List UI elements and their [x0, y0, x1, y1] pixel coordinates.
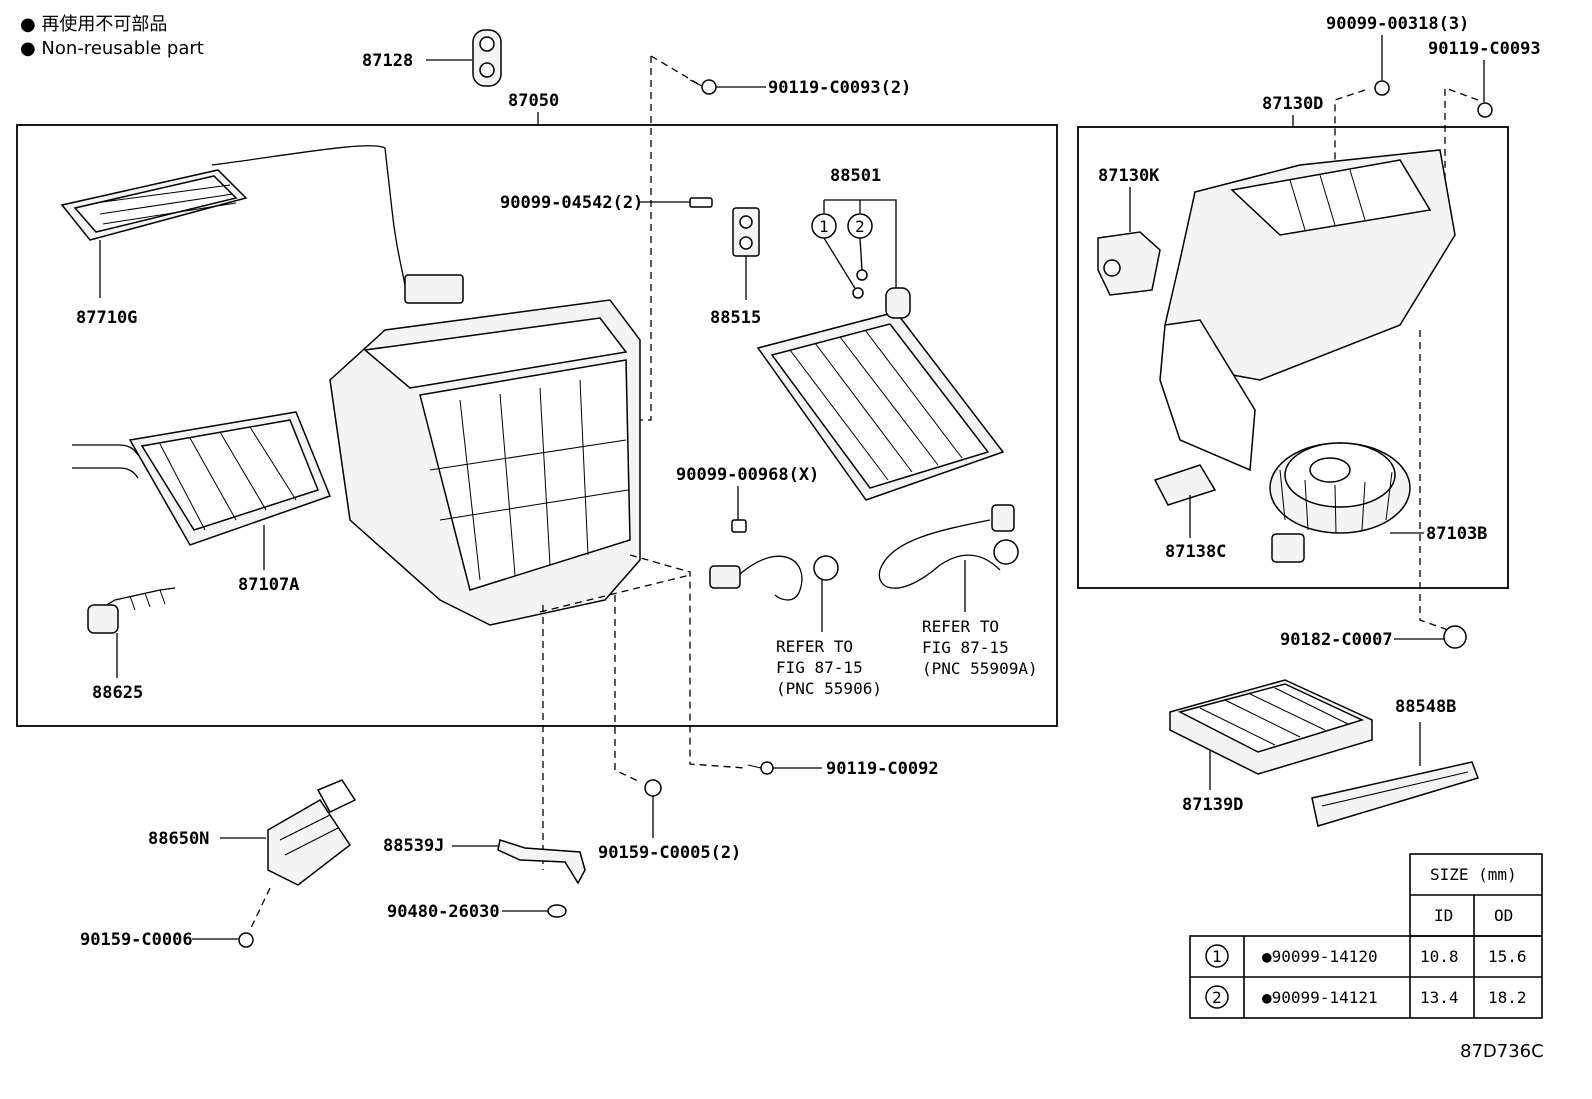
wire-harness-88625-part [87, 587, 176, 634]
filter-87139d-part [1169, 679, 1373, 775]
evaporator-88501-part [756, 287, 1005, 501]
table-row-2-part: ●90099-14121 [1262, 988, 1378, 1007]
refer2-line2: FIG 87-15 [922, 638, 1009, 657]
label-90099-00318-3: 90099-00318(3) [1326, 14, 1469, 34]
blower-87103b-part [1269, 442, 1411, 563]
size-table [1189, 853, 1543, 1019]
size-table-header: SIZE (mm) [1430, 865, 1517, 884]
expansion-valve-88515-part [732, 207, 760, 257]
label-90119-c0092: 90119-C0092 [826, 759, 939, 779]
label-87139d: 87139D [1182, 795, 1243, 815]
figure-code: 87D736C [1460, 1041, 1544, 1062]
label-90099-04542-2: 90099-04542(2) [500, 193, 643, 213]
screw-90159-c0006-part [238, 932, 254, 948]
screw-90099-00318-part [1374, 80, 1390, 96]
resistor-87138c-part [1153, 464, 1217, 506]
label-87128: 87128 [362, 51, 413, 71]
sensor-55909a-part [878, 504, 1019, 589]
label-90159-c0005-2: 90159-C0005(2) [598, 843, 741, 863]
legend-non-reusable: ● Non-reusable part [20, 38, 204, 59]
label-88501: 88501 [830, 166, 881, 186]
table-row-1-marker [1205, 944, 1229, 968]
label-88625: 88625 [92, 683, 143, 703]
size-table-col-id: ID [1434, 906, 1453, 925]
label-87138c: 87138C [1165, 542, 1226, 562]
label-88515: 88515 [710, 308, 761, 328]
label-87050: 87050 [508, 91, 559, 111]
group-box-87050 [16, 124, 1058, 727]
table-row-1-key: 1 [1212, 947, 1222, 966]
servo-87130k-part [1097, 231, 1161, 296]
screw-90119-c0093-right-part [1477, 102, 1493, 118]
actuator-88650n-part [267, 779, 357, 886]
circle-marker-1-text: 1 [819, 217, 829, 236]
refer1-line2: FIG 87-15 [776, 658, 863, 677]
screw-90182-c0007-part [1443, 625, 1467, 649]
table-row-2-marker [1205, 985, 1229, 1009]
refer1-line3: (PNC 55906) [776, 679, 882, 698]
screw-90119-c0092-part [747, 761, 774, 775]
label-87130k: 87130K [1098, 166, 1160, 186]
label-87107a: 87107A [238, 575, 299, 595]
label-90182-c0007: 90182-C0007 [1280, 630, 1393, 650]
size-table-col-od: OD [1494, 906, 1513, 925]
label-88548b: 88548B [1395, 697, 1456, 717]
table-row-2-id: 13.4 [1420, 988, 1459, 1007]
label-87130d: 87130D [1262, 94, 1323, 114]
refer2-line1: REFER TO [922, 617, 999, 636]
table-row-2-key: 2 [1212, 988, 1222, 1007]
clip-90099-00968-part [731, 519, 747, 533]
drain-hose-88539j-part [497, 839, 586, 885]
o-ring-2 [856, 269, 868, 281]
label-90099-00968-x: 90099-00968(X) [676, 465, 819, 485]
label-90119-c0093: 90119-C0093 [1428, 39, 1541, 59]
screw-90159-c0005-part [644, 779, 662, 797]
screw-90099-04542-part [689, 197, 713, 208]
label-90119-c0093-2: 90119-C0093(2) [768, 78, 911, 98]
label-87103b: 87103B [1426, 524, 1487, 544]
grommet-87128-part [472, 29, 502, 87]
label-87710g: 87710G [76, 308, 137, 328]
heater-87710g-part [60, 145, 464, 304]
refer2-line3: (PNC 55909A) [922, 659, 1038, 678]
label-90480-26030: 90480-26030 [387, 902, 500, 922]
refer1-line1: REFER TO [776, 637, 853, 656]
label-90159-c0006: 90159-C0006 [80, 930, 193, 950]
table-row-2-od: 18.2 [1488, 988, 1527, 1007]
label-88539j: 88539J [383, 836, 444, 856]
heater-core-87107a-part [72, 411, 331, 546]
circle-marker-2-text: 2 [855, 217, 865, 236]
blower-case-87130d-part [1159, 149, 1456, 472]
label-88650n: 88650N [148, 829, 209, 849]
legend-japanese: ● 再使用不可部品 [20, 14, 167, 35]
cover-88548b-part [1311, 761, 1479, 827]
table-row-1-od: 15.6 [1488, 947, 1527, 966]
hvac-case-87050-part [329, 299, 641, 626]
clip-90480-26030-part [547, 904, 567, 918]
table-row-1-id: 10.8 [1420, 947, 1459, 966]
sensor-55906-part [709, 555, 839, 601]
table-row-1-part: ●90099-14120 [1262, 947, 1378, 966]
o-ring-1 [852, 287, 864, 299]
